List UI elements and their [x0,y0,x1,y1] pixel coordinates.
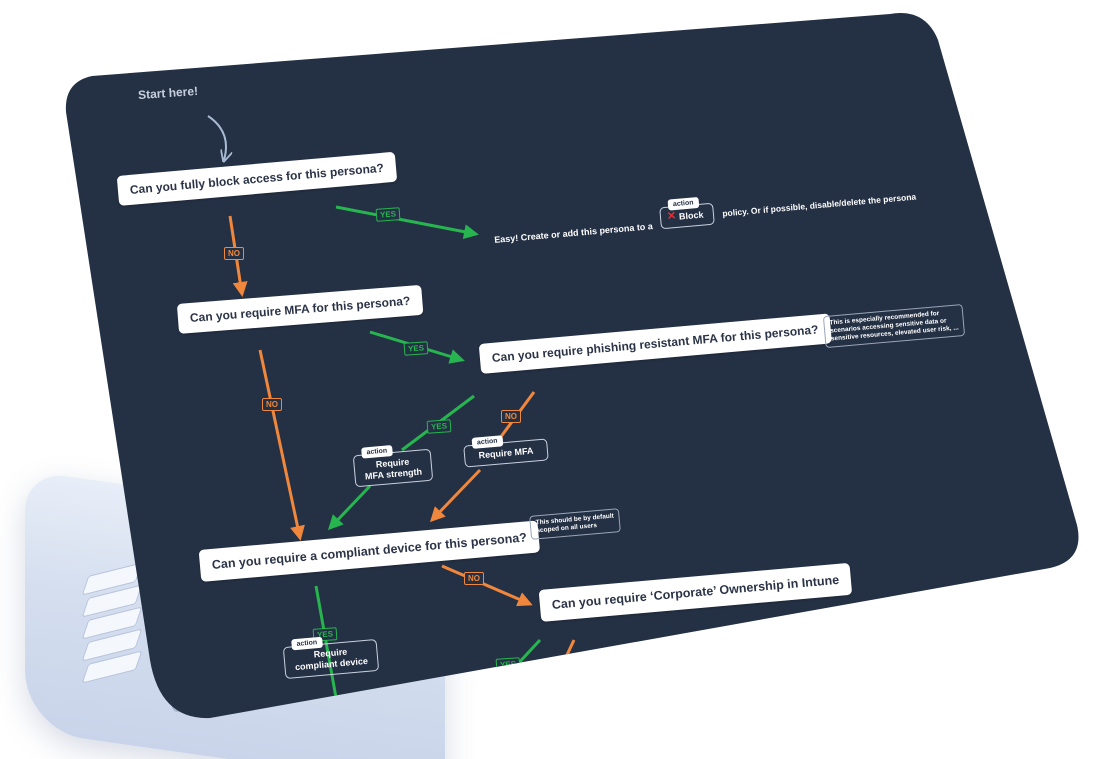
action-tag: action [472,435,503,449]
yes-label-block: YES [376,207,401,222]
edge-corporate-no [560,640,574,670]
edge-block-yes [336,207,476,234]
start-arrow [208,116,226,160]
no-label-compliant: NO [464,572,484,585]
edge-compliant-no [442,566,530,604]
no-label-block: NO [224,247,244,260]
yes-label-corporate: YES [496,657,521,672]
edge-corporate-yes [514,640,540,668]
yes-label-mfa: YES [404,341,429,356]
action-tag: action [667,197,698,211]
block-x-icon: ✕ [666,209,677,223]
edge-requiremfa-compliant [432,470,480,520]
action-require-mfa-strength: action Require MFA strength [353,449,433,488]
no-label-mfa: NO [262,398,282,411]
action-tag: action [361,445,392,459]
action-block-label: Block [678,209,704,222]
edge-mfastrength-compliant [330,486,370,528]
no-label-phishing: NO [501,410,521,423]
edge-mfa-no [260,350,300,538]
action-block: action ✕ Block [659,203,715,230]
yes-label-phishing: YES [427,419,452,434]
